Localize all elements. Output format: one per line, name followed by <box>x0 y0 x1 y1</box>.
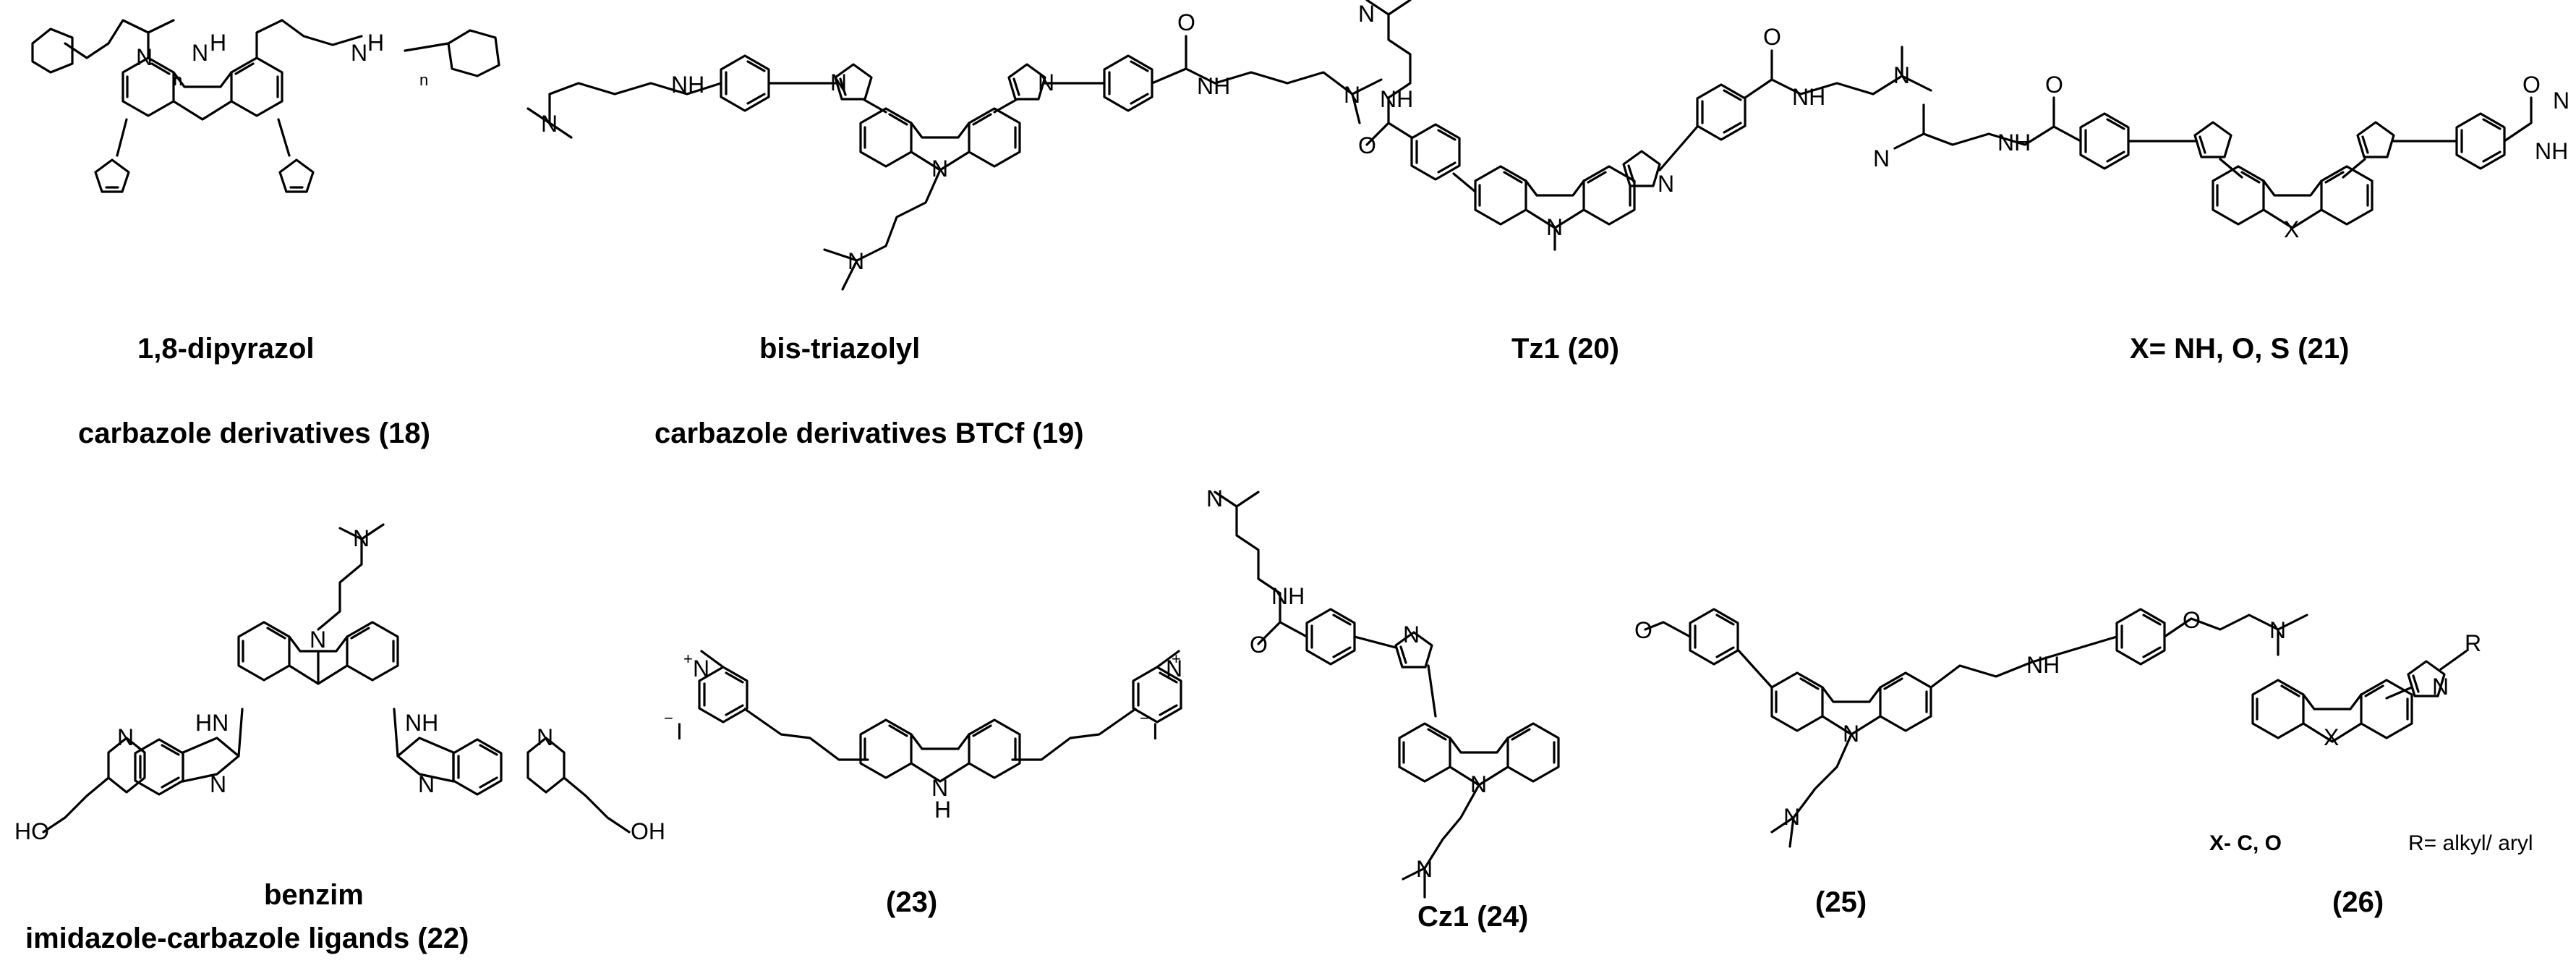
atom-o-20b: O <box>1763 24 1781 50</box>
atom-n-21b: N <box>2553 88 2569 114</box>
caption-21: X= NH, O, S (21) <box>2130 333 2349 365</box>
atom-n-24a: N <box>1206 485 1223 512</box>
atom-n-25c: N <box>1783 804 1800 830</box>
structure-20 <box>1365 0 1932 251</box>
atom-h-18b: H <box>367 30 384 56</box>
atom-n-20b: N <box>1893 62 1910 88</box>
atom-nh-18b: N <box>351 40 367 66</box>
atom-n-24c: N <box>1416 856 1433 882</box>
atom-o-20a: O <box>1358 132 1376 158</box>
structure-21 <box>1893 96 2533 229</box>
atom-ho-22: HO <box>14 818 49 844</box>
atom-n-22f: N <box>537 724 553 750</box>
caption-23: (23) <box>886 886 937 918</box>
atom-n-25b: N <box>1843 721 1859 747</box>
atom-plus-23a: + <box>683 650 693 668</box>
atom-n-20a: N <box>1358 1 1375 27</box>
atom-i-23a: I <box>676 718 683 744</box>
atom-o-21b: O <box>2522 72 2541 98</box>
caption-26-x: X- C, O <box>2209 831 2282 855</box>
atom-n-22a: N <box>310 627 326 653</box>
atom-n-19t1: N <box>830 69 847 96</box>
atom-i-23b: I <box>1152 718 1159 744</box>
caption-26-r: R= alkyl/ aryl <box>2408 831 2533 855</box>
atom-n-20c: N <box>1546 214 1563 240</box>
caption-19-line2: carbazole derivatives BTCf (19) <box>654 417 1084 449</box>
atom-o-25a: O <box>1634 617 1652 643</box>
atom-n-19a: N <box>541 111 558 137</box>
caption-18-line2: carbazole derivatives (18) <box>78 417 430 449</box>
atom-nh-21b: NH <box>2535 138 2568 164</box>
caption-18-line1: 1,8-dipyrazol <box>137 333 315 365</box>
atom-nh-20b: NH <box>1792 84 1825 110</box>
atom-nh-24: NH <box>1271 583 1305 609</box>
atom-n-sub-18b: n <box>419 71 428 89</box>
atom-minus-23a: − <box>664 709 673 727</box>
atom-n-22b: N <box>353 525 370 551</box>
atom-n-22d: N <box>418 771 435 797</box>
caption-26: (26) <box>2332 886 2384 918</box>
caption-25: (25) <box>1815 886 1867 918</box>
atom-nh-25: NH <box>2026 652 2060 678</box>
structure-19 <box>526 35 1383 291</box>
atom-r-26: R <box>2465 630 2481 656</box>
structure-23 <box>698 650 1182 783</box>
atom-n-23b: N <box>1166 656 1182 682</box>
atom-o-24: O <box>1250 632 1268 658</box>
structure-24 <box>1214 491 1560 899</box>
atom-n-20t: N <box>1658 171 1674 197</box>
structure-25 <box>1644 608 2308 848</box>
structure-22 <box>42 523 631 833</box>
caption-24: Cz1 (24) <box>1417 901 1528 933</box>
atom-n-26: N <box>2432 674 2449 700</box>
atom-nh-23: N <box>931 775 948 801</box>
atom-o-19: O <box>1177 9 1195 35</box>
atom-h-23: H <box>934 797 951 823</box>
atom-n-24b: N <box>1470 771 1487 797</box>
atom-n-19t2: N <box>1038 69 1054 96</box>
caption-22-line2: imidazole-carbazole ligands (22) <box>25 922 469 954</box>
atom-x-21: X <box>2284 216 2299 242</box>
atom-n-22c: N <box>210 771 226 797</box>
atom-n-21a: N <box>1873 145 1890 171</box>
atom-minus-23b: − <box>1140 709 1149 727</box>
atom-hn-22: HN <box>195 710 229 736</box>
atom-h-18a: H <box>210 30 226 56</box>
atom-nh-18a: N <box>192 40 208 66</box>
atom-o-25b: O <box>2183 607 2201 633</box>
atom-n-19d: N <box>848 248 864 274</box>
caption-19-line1: bis-triazolyl <box>759 333 920 365</box>
atom-nh-21a: NH <box>1997 130 2031 156</box>
atom-nh-19b: NH <box>1197 73 1230 99</box>
atom-plus-23b: + <box>1172 650 1181 668</box>
atom-nh-19: NH <box>671 72 704 98</box>
atom-n-sub-18: n <box>174 71 182 89</box>
atom-n-23a: N <box>693 656 709 682</box>
atom-nh-20a: NH <box>1380 86 1413 112</box>
atom-n-19c: N <box>931 156 948 182</box>
structure-18 <box>31 19 500 193</box>
atom-n-19b: N <box>1344 82 1360 108</box>
structure-26 <box>2251 650 2468 743</box>
atom-n-18a: N <box>136 44 153 70</box>
atom-oh-22: OH <box>631 818 665 844</box>
caption-22-line1: benzim <box>264 879 364 911</box>
atom-n-22e: N <box>117 724 134 750</box>
atom-n-25a: N <box>2269 617 2286 643</box>
atom-x-26: X <box>2324 724 2339 750</box>
atom-nh-22: NH <box>405 710 438 736</box>
caption-20: Tz1 (20) <box>1511 333 1619 365</box>
atom-o-21a: O <box>2045 72 2063 98</box>
atom-n-24t: N <box>1403 622 1420 648</box>
